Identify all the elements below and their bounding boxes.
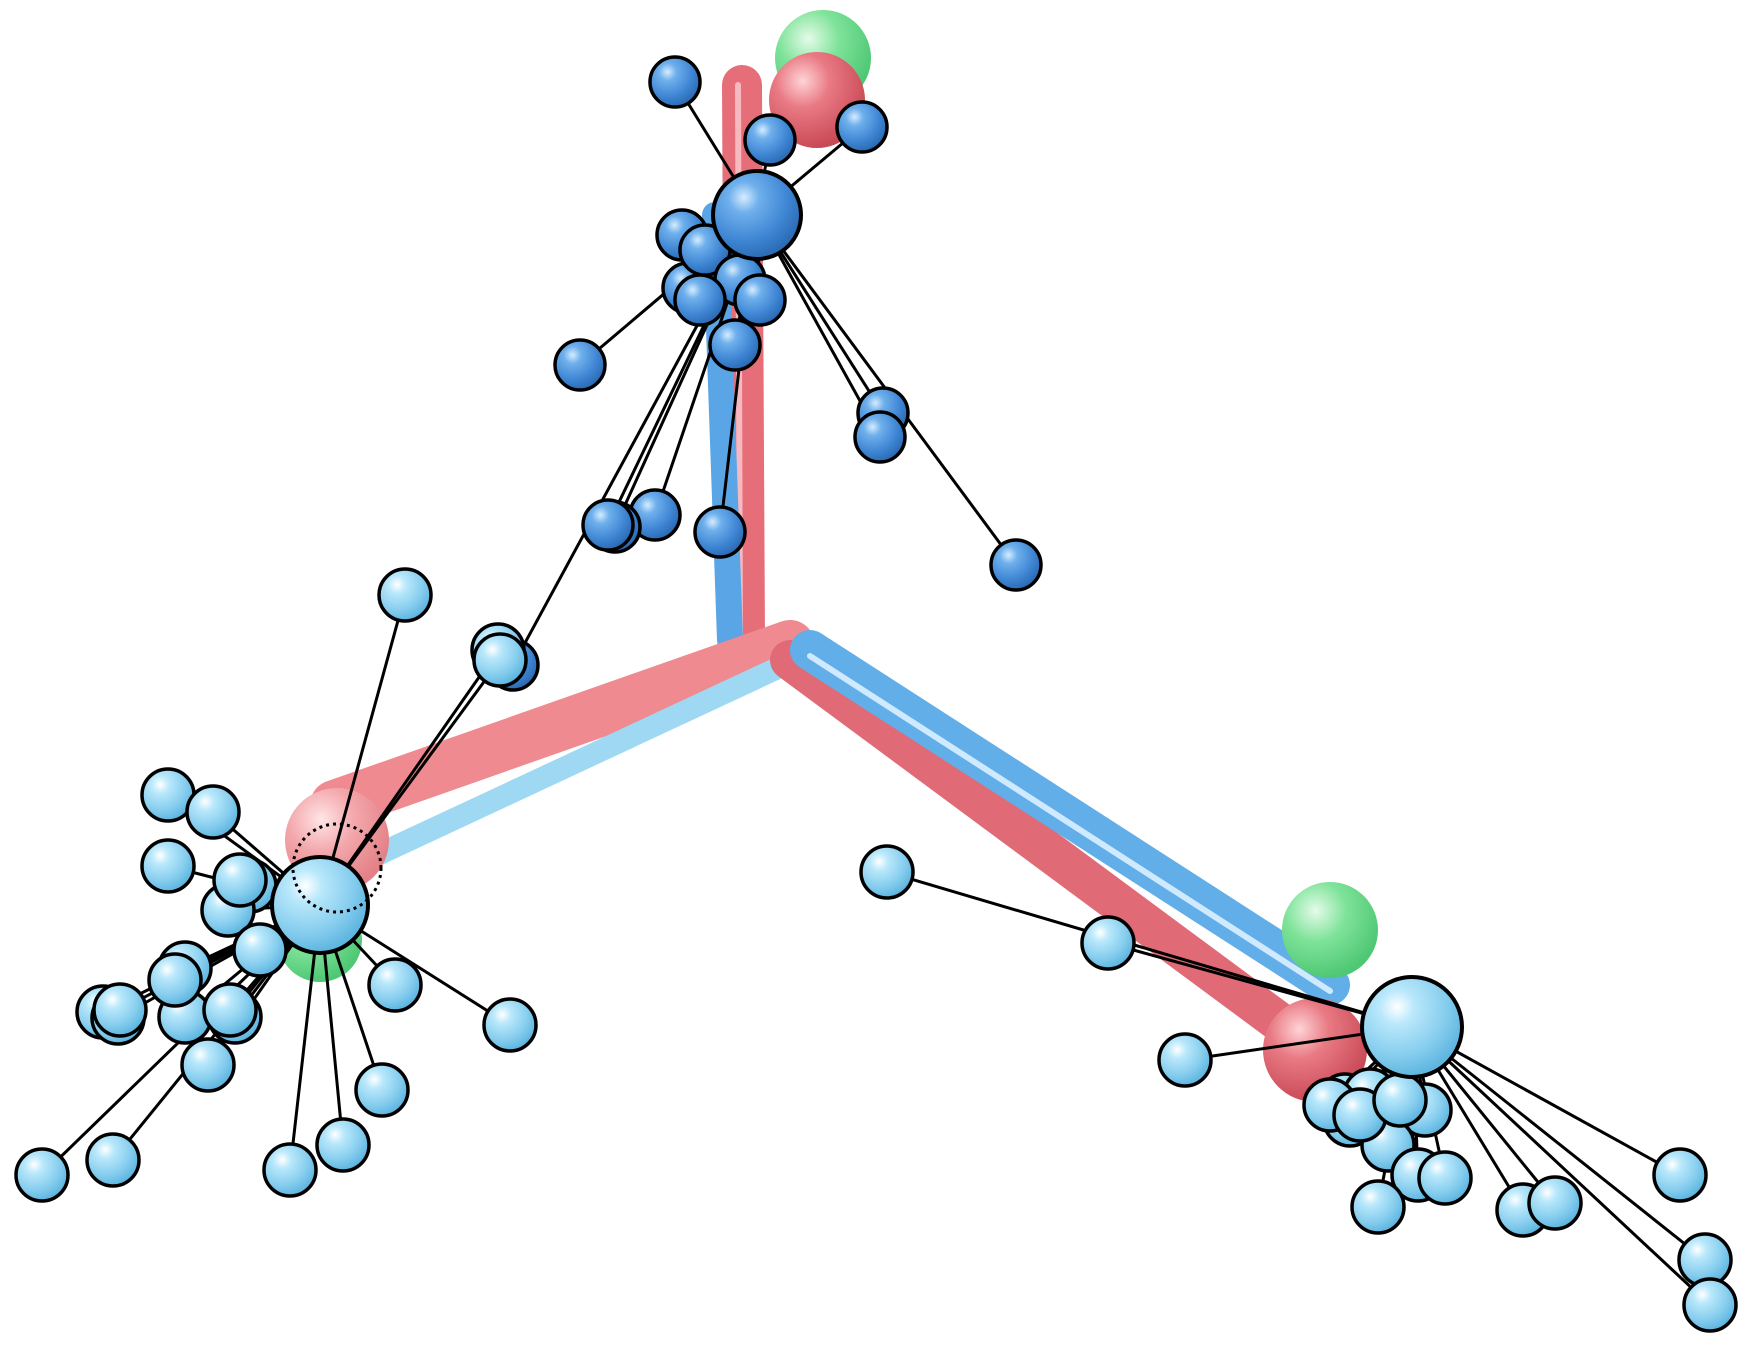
blue-axis-right	[790, 630, 1350, 1005]
right-leaf-node	[1350, 1179, 1406, 1235]
top-leaf-node	[648, 55, 702, 109]
top-leaf-node	[673, 273, 727, 327]
left-leaf-node	[185, 784, 241, 840]
node-layer	[14, 55, 1738, 1333]
top-leaf-node	[853, 410, 907, 464]
right-hub-node	[1360, 975, 1464, 1079]
left-leaf-node	[232, 922, 288, 978]
axis-tubes	[310, 65, 1350, 1050]
right-edge	[886, 870, 1413, 1029]
top-leaf-node	[743, 113, 797, 167]
right-leaf-node	[1682, 1277, 1738, 1333]
blue-axis-right-highlight	[807, 653, 1333, 994]
light-blue-axis-left	[334, 649, 806, 881]
right-leaf-node	[1417, 1150, 1473, 1206]
top-leaf-node	[708, 318, 762, 372]
left-leaf-node	[377, 567, 433, 623]
top-leaf-node	[733, 273, 787, 327]
anchor-spheres	[278, 10, 1378, 1102]
right-leaf-node	[1652, 1147, 1708, 1203]
right-leaf-node	[1527, 1175, 1583, 1231]
left-leaf-node	[212, 852, 268, 908]
left-leaf-node	[92, 982, 148, 1038]
right-leaf-node	[1080, 915, 1136, 971]
left-leaf-node	[354, 1062, 410, 1118]
left-hub-node	[270, 855, 370, 955]
right-leaf-node	[1372, 1072, 1428, 1128]
left-leaf-node	[180, 1037, 236, 1093]
top-leaf-node	[835, 100, 889, 154]
top-leaf-node	[989, 538, 1043, 592]
left-leaf-node	[262, 1142, 318, 1198]
left-leaf-node	[14, 1147, 70, 1203]
right-leaf-node	[859, 844, 915, 900]
left-leaf-node	[315, 1117, 371, 1173]
green-anchor-right	[1282, 882, 1378, 978]
top-leaf-node	[553, 338, 607, 392]
top-leaf-node	[693, 505, 747, 559]
right-leaf-node	[1157, 1032, 1213, 1088]
top-hub-node	[711, 169, 803, 261]
left-edge	[318, 659, 502, 906]
left-leaf-node	[472, 632, 528, 688]
left-leaf-node	[147, 952, 203, 1008]
red-axis-left	[310, 620, 815, 830]
left-leaf-node	[482, 997, 538, 1053]
red-axis-right	[770, 640, 1310, 1050]
left-leaf-node	[140, 838, 196, 894]
left-leaf-node	[202, 982, 258, 1038]
left-leaf-node	[85, 1132, 141, 1188]
left-anchor-dotted-outline	[291, 822, 383, 914]
right-edge	[1410, 1025, 1712, 1307]
right-edge	[1411, 1025, 1706, 1262]
left-leaf-node	[367, 957, 423, 1013]
right-edge	[1107, 941, 1413, 1029]
left-edge	[318, 594, 407, 906]
top-leaf-node	[581, 498, 635, 552]
